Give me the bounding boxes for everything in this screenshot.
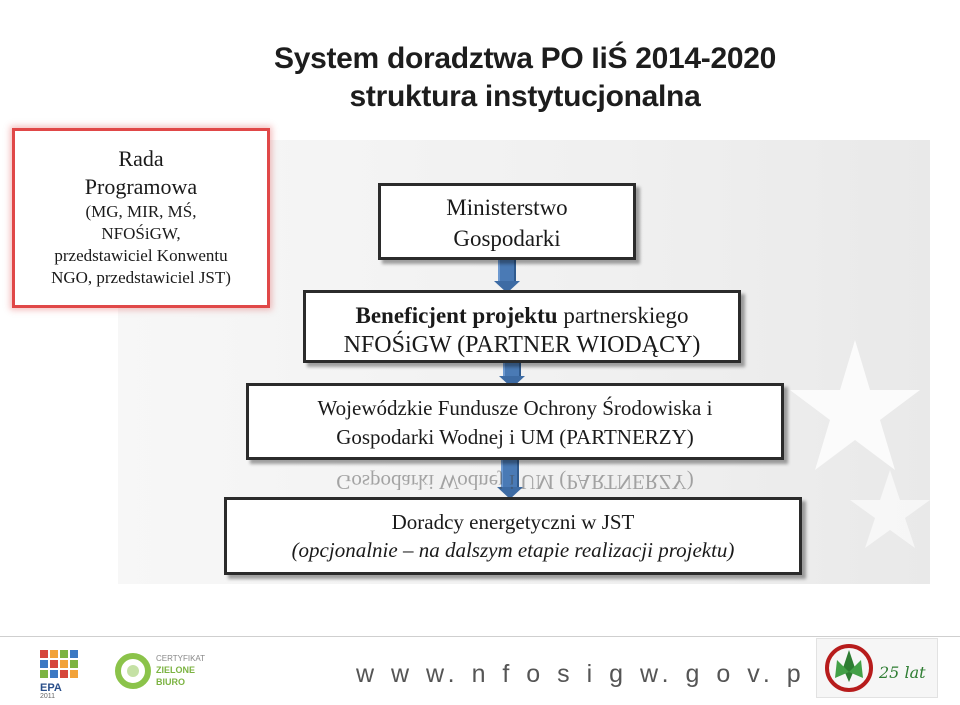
page-title: System doradztwa PO IiŚ 2014-2020 strukt… [230, 40, 820, 116]
epa-grid-icon [40, 650, 78, 678]
epa-label: EPA [40, 682, 62, 694]
title-line-2: struktura instytucjonalna [349, 80, 701, 113]
epa-logo: EPA 2011 [40, 650, 82, 700]
ministry-box: Ministerstwo Gospodarki [378, 183, 636, 260]
ministry-line-1: Ministerstwo [446, 195, 568, 220]
arrow-connector-1 [498, 258, 516, 284]
website-url[interactable]: w w w. n f o s i g w. g o v. p l [356, 660, 829, 688]
council-line-4: NGO, przedstawiciel JST) [51, 268, 231, 287]
epa-year: 2011 [40, 693, 56, 700]
anniversary-logo: 25 lat [816, 638, 938, 698]
cert-line-2: ZIELONE [156, 665, 196, 675]
arrowhead-3 [497, 487, 523, 499]
council-line-2: NFOŚiGW, [101, 224, 181, 243]
beneficiary-box: Beneficjent projektu partnerskiego NFOŚi… [303, 290, 741, 363]
title-line-1: System doradztwa PO IiŚ 2014-2020 [273, 42, 776, 75]
arrow-connector-3 [501, 458, 519, 490]
footer-divider [0, 636, 960, 637]
advisors-line-1: Doradcy energetyczni w JST [391, 510, 635, 534]
star-decoration [790, 340, 930, 548]
arrow-connector-2 [503, 361, 521, 379]
advisors-line-2: (opcjonalnie – na dalszym etapie realiza… [291, 538, 735, 562]
council-line-3: przedstawiciel Konwentu [54, 246, 228, 265]
ministry-line-2: Gospodarki [453, 226, 561, 251]
regional-funds-box: Wojewódzkie Fundusze Ochrony Środowiska … [246, 383, 784, 460]
program-council-box: Rada Programowa (MG, MIR, MŚ, NFOŚiGW, p… [12, 128, 270, 308]
council-title-1: Rada [118, 146, 164, 171]
funds-reflection: Gospodarki Wodnej i UM (PARTNERZY) [336, 470, 694, 494]
council-line-1: (MG, MIR, MŚ, [85, 202, 197, 221]
beneficiary-line-2: NFOŚiGW (PARTNER WIODĄCY) [343, 332, 701, 358]
beneficiary-line-1: Beneficjent projektu partnerskiego [306, 301, 738, 330]
cert-line-3: BIURO [156, 677, 185, 687]
green-office-certificate: CERTYFIKAT ZIELONE BIURO [114, 650, 224, 692]
council-title-2: Programowa [84, 174, 198, 199]
beneficiary-regular-text: partnerskiego [557, 303, 689, 328]
anniversary-text: 25 lat [879, 663, 926, 682]
leaf-ring-icon [115, 653, 151, 689]
energy-advisors-box: Doradcy energetyczni w JST (opcjonalnie … [224, 497, 802, 575]
cert-line-1: CERTYFIKAT [156, 654, 206, 663]
funds-line-1: Wojewódzkie Fundusze Ochrony Środowiska … [317, 396, 713, 420]
funds-line-2: Gospodarki Wodnej i UM (PARTNERZY) [336, 425, 694, 449]
nfosigw-emblem-icon [825, 644, 873, 692]
beneficiary-bold-text: Beneficjent projektu [355, 303, 558, 328]
